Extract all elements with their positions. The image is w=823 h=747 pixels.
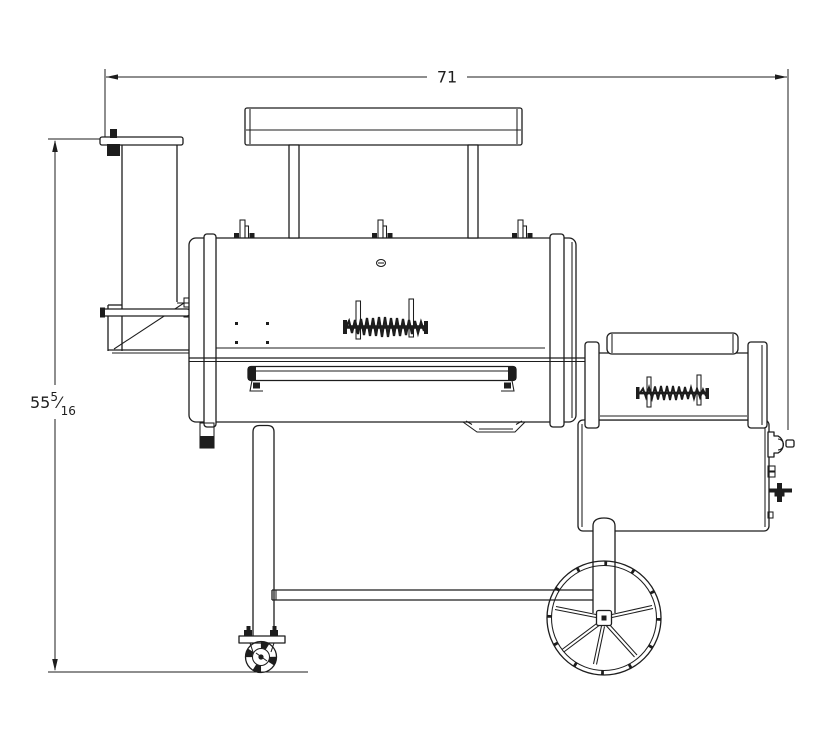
thermometer-port — [375, 258, 387, 268]
firebox-damper-knob — [767, 431, 795, 458]
wheel-axle — [601, 615, 607, 621]
chamber-right-band — [549, 233, 565, 428]
stack-damper-nut — [107, 144, 120, 156]
lid-hinge-right — [511, 219, 534, 239]
wheel-tire-outer — [546, 560, 662, 676]
shelf-bracket-left — [249, 380, 263, 392]
dim-arrow-down — [52, 659, 58, 671]
rivet — [235, 322, 238, 325]
dim-arrow-left — [106, 74, 118, 80]
cross-brace — [271, 589, 596, 601]
firebox-spring-handle — [636, 374, 709, 408]
spoke-wheel — [546, 560, 662, 676]
lid-hinge-center — [371, 219, 394, 239]
caster-wheel-assembly — [238, 626, 286, 674]
lid-spring-handle — [343, 298, 428, 340]
shelf-bracket-right — [501, 380, 515, 392]
firebox-lid-right-band — [747, 341, 768, 429]
stack-damper-stem — [110, 129, 117, 138]
rivet — [266, 341, 269, 344]
firebox-body — [577, 419, 770, 532]
grease-pan-hanger — [462, 420, 526, 433]
top-shelf-post-left — [288, 144, 300, 239]
caster-tire — [244, 640, 278, 674]
dim-arrow-up — [52, 140, 58, 152]
chamber-left-band — [203, 233, 217, 428]
lid-hinge-left — [233, 219, 256, 239]
dim-arrow-right — [775, 74, 787, 80]
firebox-latch-knob — [769, 483, 792, 502]
firebox-lid — [584, 332, 768, 429]
rivet — [235, 341, 238, 344]
width-dimension-label: 71 — [437, 68, 457, 87]
width-dimension: 71 — [104, 68, 789, 430]
top-shelf-slab — [244, 107, 523, 146]
top-shelf-post-right — [467, 144, 479, 239]
rivet — [266, 322, 269, 325]
height-dimension: 555⁄16 — [30, 138, 308, 673]
firebox-lid-left-band — [584, 341, 600, 429]
height-dimension-label: 555⁄16 — [30, 390, 76, 418]
firebox-lid-top-plate — [606, 332, 739, 355]
wheel-spokes — [554, 604, 654, 665]
stack-rain-cap — [99, 136, 184, 146]
firebox-tab — [767, 511, 774, 519]
firebox-hinge-pins — [767, 465, 776, 478]
firebox — [577, 419, 770, 532]
left-leg — [252, 424, 275, 636]
grease-drain-valve — [199, 422, 215, 449]
top-shelf — [244, 107, 523, 239]
front-shelf-rail — [247, 365, 517, 392]
smoke-stack — [99, 129, 189, 354]
